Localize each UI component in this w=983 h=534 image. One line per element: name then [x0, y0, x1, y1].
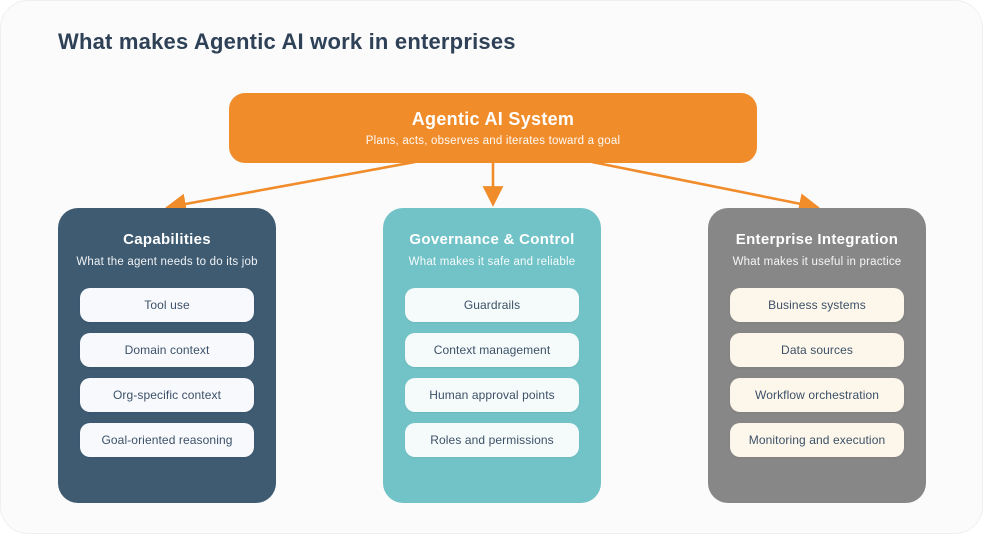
- list-item: Domain context: [80, 333, 254, 367]
- root-node-agentic-ai-system: Agentic AI System Plans, acts, observes …: [229, 93, 757, 163]
- arrow-to-capabilities: [165, 160, 416, 215]
- card-capabilities: Capabilities What the agent needs to do …: [58, 208, 276, 503]
- card-item-list: Guardrails Context management Human appr…: [405, 288, 579, 457]
- card-item-list: Tool use Domain context Org-specific con…: [80, 288, 254, 457]
- list-item: Org-specific context: [80, 378, 254, 412]
- root-node-subtitle: Plans, acts, observes and iterates towar…: [365, 135, 621, 147]
- list-item: Roles and permissions: [405, 423, 579, 457]
- card-enterprise-integration: Enterprise Integration What makes it use…: [708, 208, 926, 503]
- card-title: Governance & Control: [409, 231, 575, 248]
- card-subtitle: What makes it useful in practice: [732, 256, 902, 268]
- card-subtitle: What makes it safe and reliable: [408, 256, 576, 268]
- list-item: Data sources: [730, 333, 904, 367]
- root-node-title: Agentic AI System: [411, 109, 575, 129]
- card-governance-control: Governance & Control What makes it safe …: [383, 208, 601, 503]
- page-title: What makes Agentic AI work in enterprise…: [58, 29, 516, 54]
- card-item-list: Business systems Data sources Workflow o…: [730, 288, 904, 457]
- list-item: Tool use: [80, 288, 254, 322]
- card-title: Capabilities: [123, 231, 211, 248]
- card-subtitle: What the agent needs to do its job: [76, 256, 258, 268]
- list-item: Guardrails: [405, 288, 579, 322]
- card-title: Enterprise Integration: [735, 231, 899, 248]
- list-item: Human approval points: [405, 378, 579, 412]
- list-item: Monitoring and execution: [730, 423, 904, 457]
- list-item: Business systems: [730, 288, 904, 322]
- list-item: Goal-oriented reasoning: [80, 423, 254, 457]
- list-item: Context management: [405, 333, 579, 367]
- arrow-to-enterprise: [591, 160, 820, 214]
- list-item: Workflow orchestration: [730, 378, 904, 412]
